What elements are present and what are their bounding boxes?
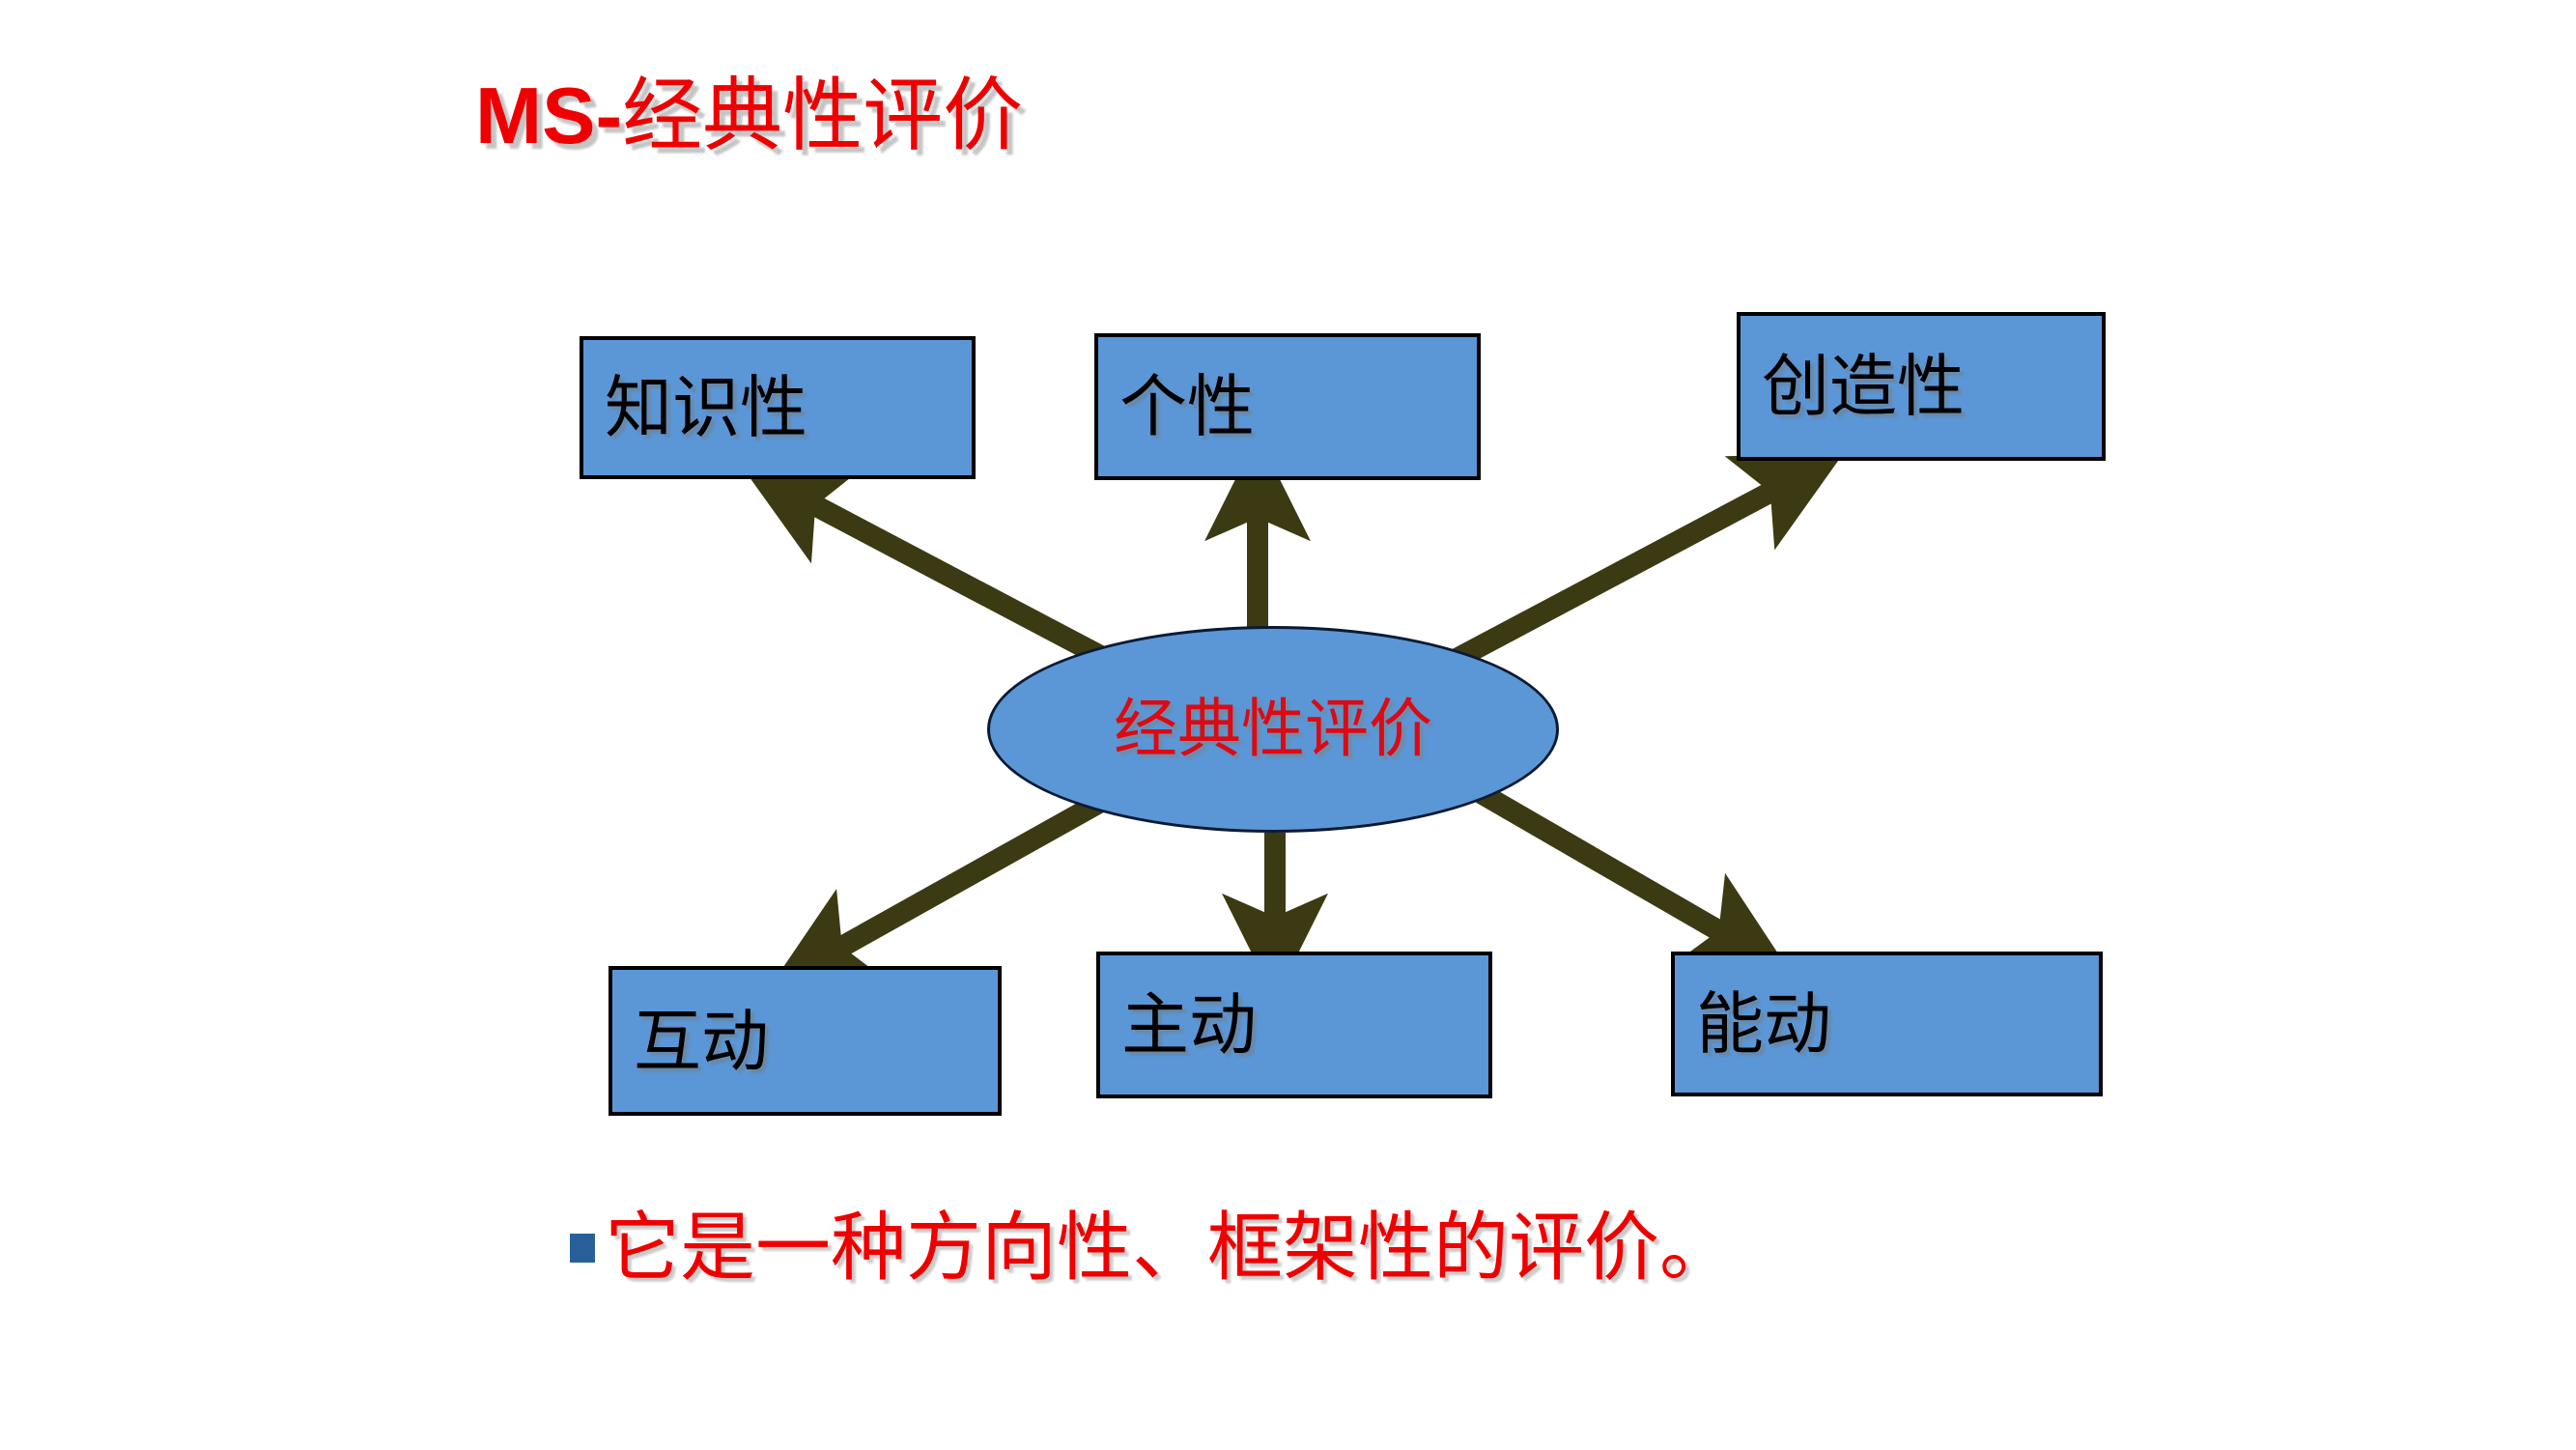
page-title: MS-经典性评价: [475, 75, 1023, 156]
bullet-caption-text: 它是一种方向性、框架性的评价。: [605, 1205, 1736, 1292]
arrow-to-nengdong: [1470, 781, 1791, 973]
bullet-square-icon: [570, 1234, 595, 1263]
node-label-gexing: 个性: [1119, 367, 1255, 446]
node-box-zhishixing[interactable]: 知识性: [580, 336, 976, 479]
node-label-nengdong: 能动: [1696, 984, 1831, 1064]
node-box-zhudong[interactable]: 主动: [1096, 952, 1492, 1098]
node-label-zhishixing: 知识性: [605, 368, 807, 447]
arrow-to-zhishixing: [742, 467, 1112, 668]
node-label-chuangzaoxing: 创造性: [1762, 347, 1965, 426]
arrow-to-hudong: [769, 788, 1114, 987]
node-box-gexing[interactable]: 个性: [1094, 333, 1481, 480]
page-title-prefix: MS-: [475, 71, 623, 160]
center-node-label: 经典性评价: [1114, 692, 1432, 766]
node-box-hudong[interactable]: 互动: [609, 966, 1002, 1116]
arrow-to-chuangzaoxing: [1451, 453, 1844, 668]
node-label-hudong: 互动: [634, 1001, 769, 1081]
node-box-nengdong[interactable]: 能动: [1671, 952, 2103, 1096]
node-box-chuangzaoxing[interactable]: 创造性: [1737, 312, 2106, 461]
node-label-zhudong: 主动: [1121, 985, 1257, 1065]
page-title-cjk: 经典性评价: [622, 69, 1024, 162]
bullet-caption: 它是一种方向性、框架性的评价。: [570, 1210, 1735, 1286]
center-node-classical-evaluation[interactable]: 经典性评价: [987, 626, 1559, 833]
